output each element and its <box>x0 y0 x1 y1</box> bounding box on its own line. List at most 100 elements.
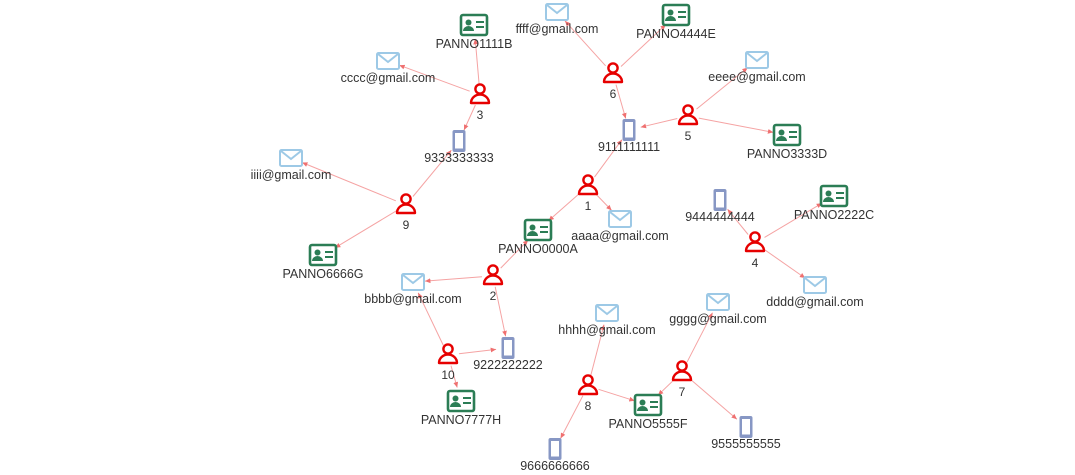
id-card-icon <box>523 218 553 242</box>
node-label: hhhh@gmail.com <box>558 323 655 337</box>
node-label: 9666666666 <box>520 459 590 473</box>
edge-p8-e_h <box>590 324 605 376</box>
node-label: 1 <box>585 199 592 213</box>
node-label: 2 <box>490 289 497 303</box>
edge-p4-m_4 <box>727 208 749 235</box>
edge-p1-c_A <box>548 192 581 222</box>
node-label: aaaa@gmail.com <box>571 229 668 243</box>
edge-p5-m_1 <box>640 118 678 129</box>
node-c_A[interactable]: PANNO0000A <box>498 218 578 256</box>
node-p7[interactable]: 7 <box>671 360 693 399</box>
id-card-icon <box>459 13 489 37</box>
node-e_d[interactable]: dddd@gmail.com <box>766 276 864 309</box>
node-label: PANNO3333D <box>747 147 827 161</box>
node-e_c[interactable]: cccc@gmail.com <box>341 52 436 85</box>
edge-p3-c_B <box>473 38 480 85</box>
id-card-icon <box>633 393 663 417</box>
edge-p9-m_3 <box>412 149 452 197</box>
node-e_a[interactable]: aaaa@gmail.com <box>571 210 669 243</box>
email-icon <box>706 293 730 311</box>
node-e_e[interactable]: eeee@gmail.com <box>708 51 806 84</box>
person-icon <box>469 83 491 105</box>
phone-icon <box>452 130 466 152</box>
edge-p5-c_D <box>698 117 774 134</box>
edge-layer <box>301 20 823 439</box>
edge-p9-c_G <box>334 210 397 249</box>
phone-icon <box>713 189 727 211</box>
person-icon <box>671 360 693 382</box>
node-c_B[interactable]: PANNO1111B <box>436 13 513 51</box>
node-e_i[interactable]: iiii@gmail.com <box>251 149 332 182</box>
email-icon <box>608 210 632 228</box>
node-layer: 1 2 3 4 5 6 7 8 9 10 aaaa@gmail.com bbbb@gmail.com c… <box>251 3 874 473</box>
edge-p7-m_5 <box>689 378 738 420</box>
node-label: ffff@gmail.com <box>516 22 599 36</box>
edge-p3-m_3 <box>463 104 476 131</box>
node-m_4[interactable]: 9444444444 <box>685 189 755 224</box>
phone-icon <box>548 438 562 460</box>
node-label: 9111111111 <box>598 140 660 154</box>
node-e_f[interactable]: ffff@gmail.com <box>516 3 599 36</box>
node-m_3[interactable]: 9333333333 <box>424 130 494 165</box>
email-icon <box>376 52 400 70</box>
node-label: 9 <box>403 218 410 232</box>
email-icon <box>803 276 827 294</box>
phone-icon <box>501 337 515 359</box>
node-c_H[interactable]: PANNO7777H <box>421 389 501 427</box>
person-icon <box>437 343 459 365</box>
person-icon <box>482 264 504 286</box>
node-c_G[interactable]: PANNO6666G <box>282 243 364 281</box>
node-m_1[interactable]: 9111111111 <box>598 119 660 154</box>
node-label: PANNO7777H <box>421 413 501 427</box>
person-icon <box>395 193 417 215</box>
node-label: 9333333333 <box>424 151 494 165</box>
node-c_D[interactable]: PANNO3333D <box>747 123 827 161</box>
node-label: PANNO5555F <box>609 417 688 431</box>
node-p3[interactable]: 3 <box>469 83 491 122</box>
person-icon <box>602 62 624 84</box>
phone-icon <box>622 119 636 141</box>
node-c_E[interactable]: PANNO4444E <box>636 3 716 41</box>
node-e_h[interactable]: hhhh@gmail.com <box>558 304 656 337</box>
node-e_g[interactable]: gggg@gmail.com <box>669 293 767 326</box>
node-m_2[interactable]: 9222222222 <box>473 337 543 372</box>
edge-p7-e_g <box>686 312 713 363</box>
node-label: 6 <box>610 87 617 101</box>
edge-p6-c_E <box>620 24 667 67</box>
node-p8[interactable]: 8 <box>577 374 599 413</box>
node-label: 8 <box>585 399 592 413</box>
node-label: 7 <box>679 385 686 399</box>
node-label: PANNO6666G <box>282 267 363 281</box>
node-c_C[interactable]: PANNO2222C <box>794 184 874 222</box>
node-label: dddd@gmail.com <box>766 295 863 309</box>
edge-p8-m_6 <box>560 395 584 439</box>
person-icon <box>677 104 699 126</box>
person-icon <box>744 231 766 253</box>
node-p2[interactable]: 2 <box>482 264 504 303</box>
node-p10[interactable]: 10 <box>437 343 459 382</box>
node-p9[interactable]: 9 <box>395 193 417 232</box>
node-label: PANNO0000A <box>498 242 578 256</box>
id-card-icon <box>772 123 802 147</box>
node-label: bbbb@gmail.com <box>364 292 461 306</box>
node-p4[interactable]: 4 <box>744 231 766 270</box>
node-m_5[interactable]: 9555555555 <box>711 416 781 451</box>
node-p5[interactable]: 5 <box>677 104 699 143</box>
node-label: PANNO4444E <box>636 27 716 41</box>
node-e_b[interactable]: bbbb@gmail.com <box>364 273 462 306</box>
node-c_F[interactable]: PANNO5555F <box>609 393 688 431</box>
node-label: 9444444444 <box>685 210 755 224</box>
node-label: cccc@gmail.com <box>341 71 436 85</box>
id-card-icon <box>308 243 338 267</box>
edge-p1-e_a <box>595 193 612 211</box>
node-m_6[interactable]: 9666666666 <box>520 438 590 473</box>
id-card-icon <box>446 389 476 413</box>
node-label: PANNO1111B <box>436 37 513 51</box>
email-icon <box>745 51 769 69</box>
edge-p9-e_i <box>301 162 396 202</box>
node-p6[interactable]: 6 <box>602 62 624 101</box>
node-p1[interactable]: 1 <box>577 174 599 213</box>
edge-p4-e_d <box>763 248 806 279</box>
edge-p2-c_A <box>500 239 529 269</box>
